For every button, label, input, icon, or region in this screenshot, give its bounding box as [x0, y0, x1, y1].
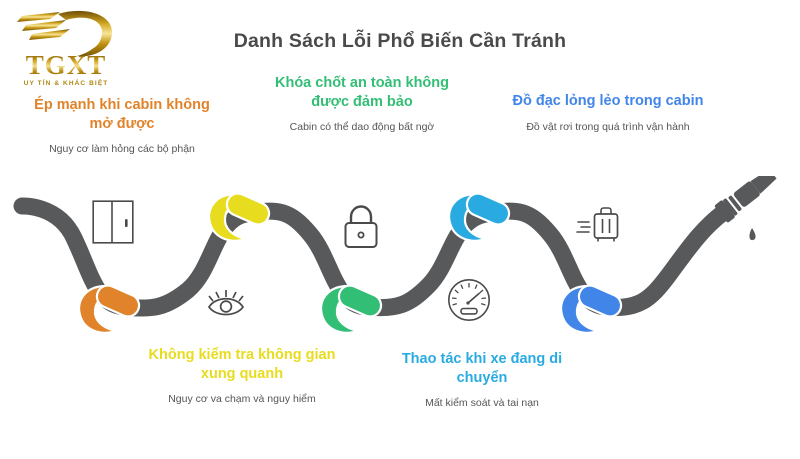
- page-title: Danh Sách Lỗi Phổ Biến Cần Tránh: [233, 30, 567, 52]
- callout-subtext: Nguy cơ va chạm và nguy hiểm: [168, 393, 316, 406]
- knot-yellow: [208, 192, 271, 242]
- callout-thao-tac-khi-xe-di-chuyen: Thao tác khi xe đang di chuyển Mất kiểm …: [386, 350, 578, 411]
- callout-subtext: Đồ vật rơi trong quá trình vận hành: [526, 120, 690, 133]
- knot-green: [320, 284, 383, 334]
- callout-heading: Đồ đạc lỏng lẻo trong cabin: [512, 93, 704, 109]
- eye-icon: [206, 286, 246, 318]
- callout-subtext: Nguy cơ làm hỏng các bộ phận: [49, 143, 195, 156]
- knot-cyan: [448, 192, 511, 242]
- callout-khoa-chot-an-toan: Khóa chốt an toàn không được đảm bảo Cab…: [266, 74, 458, 135]
- padlock-icon: [341, 205, 381, 249]
- sliding-door-icon: [92, 200, 134, 244]
- callout-heading: Khóa chốt an toàn không được đảm bảo: [275, 75, 449, 110]
- callout-subtext: Cabin có thể dao động bất ngờ: [289, 121, 435, 134]
- callout-ep-manh-khi-cabin: Ép mạnh khi cabin không mở được Nguy cơ …: [26, 96, 218, 157]
- swoosh-crescent-logo-icon: [14, 8, 118, 60]
- knot-blue: [560, 284, 623, 334]
- brand-wordmark: TGXT: [6, 52, 126, 79]
- callout-heading: Ép mạnh khi cabin không mở được: [34, 97, 210, 132]
- brand-tagline: UY TÍN & KHÁC BIỆT: [23, 80, 109, 87]
- callout-subtext: Mất kiểm soát và tai nạn: [425, 397, 539, 410]
- knot-orange: [78, 284, 141, 334]
- callout-khong-kiem-tra-khong-gian: Không kiểm tra không gian xung quanh Ngu…: [146, 346, 338, 407]
- brand-logo: TGXT UY TÍN & KHÁC BIỆT: [6, 8, 126, 87]
- speedometer-gauge-icon: [447, 278, 491, 322]
- knotted-hose-illustration: [0, 176, 800, 346]
- fuel-nozzle-icon: [714, 176, 777, 241]
- callout-heading: Không kiểm tra không gian xung quanh: [148, 347, 336, 382]
- callout-heading: Thao tác khi xe đang di chuyển: [401, 351, 563, 386]
- callout-do-dac-long-leo: Đồ đạc lỏng lẻo trong cabin Đồ vật rơi t…: [512, 92, 704, 134]
- rolling-luggage-icon: [576, 206, 620, 244]
